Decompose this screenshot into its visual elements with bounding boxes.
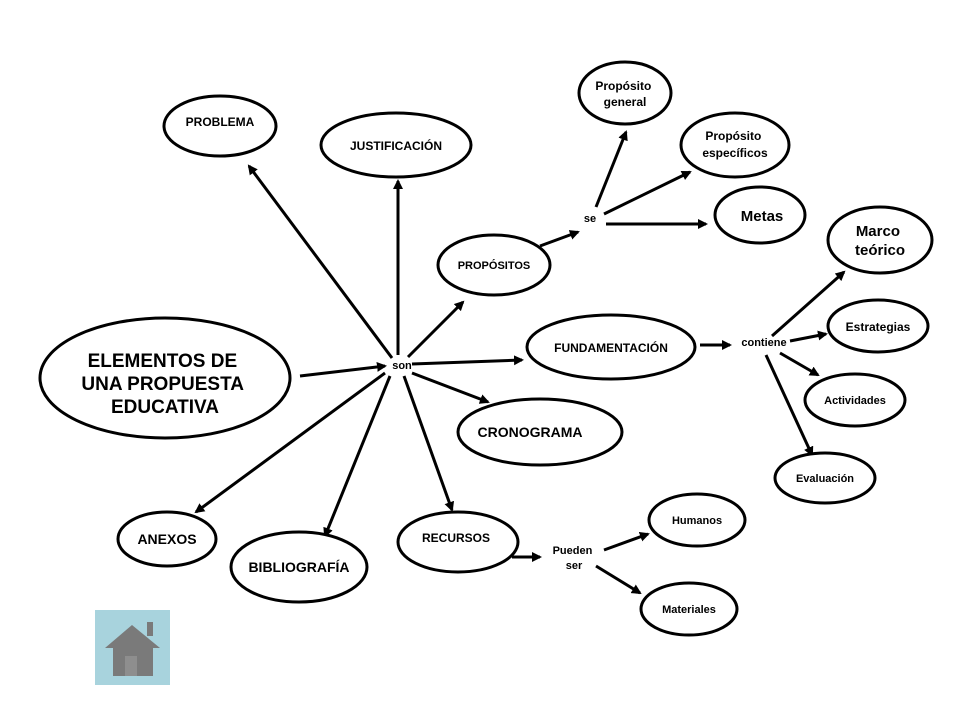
node-proposito-general-line-2: general [604, 95, 647, 109]
svg-text:RECURSOS: RECURSOS [422, 531, 490, 545]
svg-text:Humanos: Humanos [672, 515, 722, 527]
node-evaluacion: Evaluación [773, 451, 877, 505]
edges [194, 130, 846, 595]
node-main-line-3: EDUCATIVA [111, 397, 219, 418]
node-fundamentacion-label: FUNDAMENTACIÓN [554, 340, 668, 355]
node-recursos-label: RECURSOS [422, 531, 490, 545]
edge-son-cronograma [411, 371, 490, 404]
edge-contiene-evaluacion [764, 354, 814, 457]
svg-text:Propósito específicos: Propósito específicos [702, 129, 768, 160]
svg-text:PROBLEMA: PROBLEMA [186, 115, 255, 129]
edge-son-recursos [402, 375, 455, 512]
node-materiales-label: Materiales [662, 604, 716, 616]
svg-text:Actividades: Actividades [824, 395, 886, 407]
edge-contiene-marco [771, 270, 846, 338]
connector-se: se [584, 213, 596, 225]
svg-text:BIBLIOGRAFÍA: BIBLIOGRAFÍA [248, 559, 349, 575]
node-main-line-1: ELEMENTOS DE [88, 351, 238, 372]
connector-son: son [392, 360, 412, 372]
node-metas: Metas [713, 185, 807, 245]
svg-text:JUSTIFICACIÓN: JUSTIFICACIÓN [350, 138, 442, 153]
node-propositos-label: PROPÓSITOS [458, 259, 531, 272]
node-actividades-label: Actividades [824, 395, 886, 407]
node-fundamentacion: FUNDAMENTACIÓN [525, 313, 697, 381]
edge-pueden-materiales [595, 564, 642, 595]
edge-son-propositos [406, 300, 465, 359]
node-metas-label: Metas [741, 208, 784, 225]
node-cronograma: CRONOGRAMA [456, 397, 624, 467]
node-problema: PROBLEMA [162, 94, 278, 158]
node-propositos: PROPÓSITOS [436, 233, 552, 297]
node-anexos: ANEXOS [116, 510, 218, 568]
svg-text:Marco teórico: Marco teórico [855, 223, 905, 259]
node-bibliografia-label: BIBLIOGRAFÍA [248, 559, 349, 575]
node-marco-teorico: Marco teórico [826, 205, 934, 275]
home-button[interactable] [95, 610, 170, 685]
edge-pueden-humanos [603, 532, 650, 552]
node-anexos-label: ANEXOS [137, 531, 196, 547]
node-justificacion: JUSTIFICACIÓN [319, 111, 473, 179]
node-marco-teorico-line-2: teórico [855, 242, 905, 259]
svg-text:Metas: Metas [741, 208, 784, 225]
edge-propositos-se [539, 230, 580, 248]
node-proposito-general-line-1: Propósito [595, 79, 651, 93]
node-evaluacion-label: Evaluación [796, 473, 854, 485]
connector-contiene: contiene [741, 337, 786, 349]
svg-text:ANEXOS: ANEXOS [137, 531, 196, 547]
node-bibliografia: BIBLIOGRAFÍA [229, 530, 369, 604]
connector-pueden-ser: Pueden ser [553, 545, 596, 572]
svg-text:Materiales: Materiales [662, 604, 716, 616]
node-problema-label: PROBLEMA [186, 115, 255, 129]
svg-text:ELEMENTOS DE UNA PROPUES: ELEMENTOS DE UNA PROPUESTA EDUCATIVA [81, 351, 248, 418]
node-humanos: Humanos [647, 492, 747, 548]
node-recursos: RECURSOS [396, 510, 520, 574]
svg-text:FUNDAMENTACIÓN: FUNDAMENTACIÓN [554, 340, 668, 355]
node-proposito-general: Propósito general [577, 60, 673, 126]
edge-son-problema [247, 164, 394, 359]
node-proposito-especificos-line-1: Propósito [705, 129, 761, 143]
node-estrategias-label: Estrategias [846, 320, 911, 334]
edge-son-fundamentacion [411, 355, 524, 366]
home-icon [105, 622, 160, 676]
node-cronograma-label: CRONOGRAMA [478, 424, 583, 440]
svg-text:CRONOGRAMA: CRONOGRAMA [478, 424, 583, 440]
node-estrategias: Estrategias [826, 298, 930, 354]
edge-son-anexos [194, 371, 386, 514]
node-actividades: Actividades [803, 372, 907, 428]
edge-son-bibliografia [323, 375, 392, 538]
edge-contiene-actividades [779, 351, 820, 377]
node-main: ELEMENTOS DE UNA PROPUESTA EDUCATIVA [38, 316, 292, 440]
svg-text:Estrategias: Estrategias [846, 320, 911, 334]
edge-contiene-estrategias [789, 330, 828, 343]
edge-se-especificos [603, 170, 692, 216]
edge-se-general [594, 130, 628, 208]
node-marco-teorico-line-1: Marco [856, 223, 900, 240]
svg-text:Propósito general: Propósito general [595, 79, 654, 109]
node-main-line-2: UNA PROPUESTA [81, 374, 244, 395]
svg-text:Evaluación: Evaluación [796, 473, 854, 485]
node-humanos-label: Humanos [672, 515, 722, 527]
node-justificacion-label: JUSTIFICACIÓN [350, 138, 442, 153]
node-proposito-especificos: Propósito específicos [679, 111, 791, 179]
node-materiales: Materiales [639, 581, 739, 637]
edge-main-son [299, 361, 387, 378]
node-proposito-especificos-line-2: específicos [702, 146, 768, 160]
svg-text:PROPÓSITOS: PROPÓSITOS [458, 259, 531, 272]
